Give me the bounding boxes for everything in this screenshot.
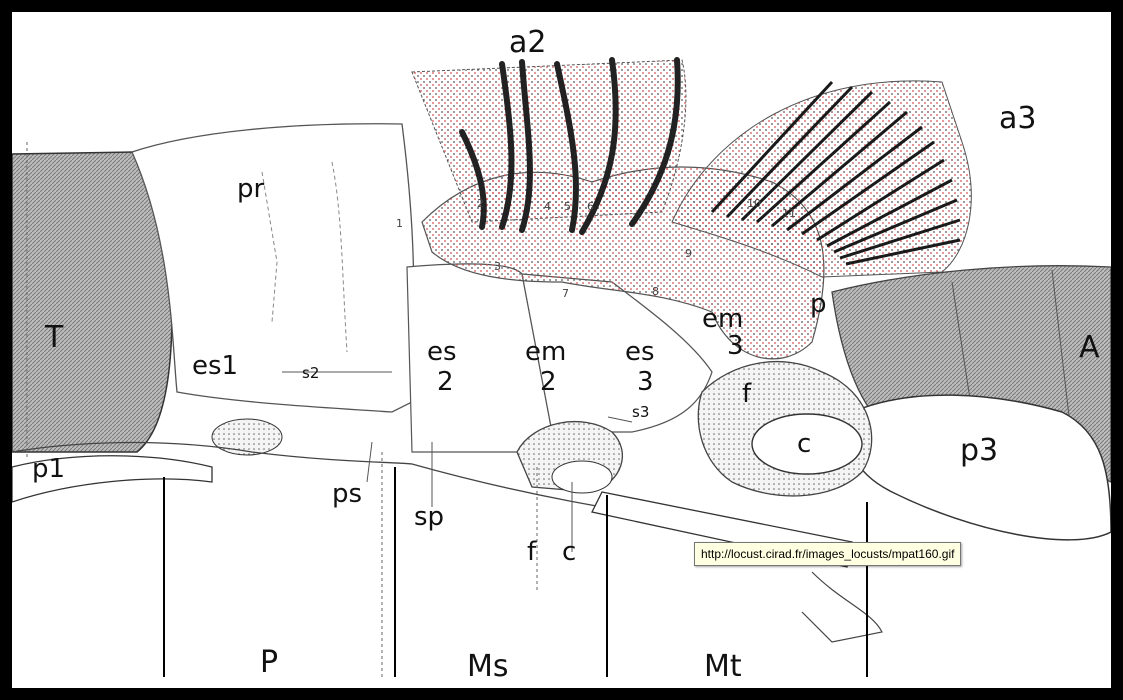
- label-p: p: [810, 289, 827, 319]
- pronotum-shape: [132, 124, 414, 412]
- prothoracic-coxa: [212, 419, 282, 455]
- mesothoracic-coxa-ring: [552, 461, 612, 493]
- label-em3-bottom: 3: [727, 331, 744, 361]
- label-s2: s2: [302, 364, 319, 382]
- label-p1: p1: [32, 454, 65, 484]
- label-Mt: Mt: [704, 649, 742, 684]
- hind-tibia: [802, 572, 882, 642]
- label-pr: pr: [237, 174, 265, 204]
- label-Ms: Ms: [467, 649, 509, 684]
- label-n1: 1: [396, 217, 403, 230]
- label-n5: 5: [564, 200, 571, 213]
- label-T: T: [44, 320, 64, 355]
- label-es2-top: es: [427, 337, 457, 367]
- locust-thorax-diagram: a2 a3 pr T A es1 s2 es 2 em 2 es 3 em 3 …: [12, 12, 1111, 688]
- label-n7: 7: [562, 287, 569, 300]
- label-n10: 10: [747, 197, 761, 210]
- label-n8: 8: [652, 285, 659, 298]
- label-a3: a3: [999, 101, 1036, 136]
- label-c-bottom: c: [562, 537, 576, 567]
- label-em3-top: em: [702, 304, 743, 334]
- label-A: A: [1079, 330, 1100, 365]
- label-n2: 2: [477, 197, 484, 210]
- diagram-frame: a2 a3 pr T A es1 s2 es 2 em 2 es 3 em 3 …: [12, 12, 1111, 688]
- label-P: P: [260, 645, 278, 680]
- head-shape: [12, 152, 172, 452]
- label-es2-bottom: 2: [437, 367, 454, 397]
- label-em2-bottom: 2: [540, 367, 557, 397]
- label-es3-top: es: [625, 337, 655, 367]
- label-p3: p3: [960, 433, 998, 468]
- label-es1: es1: [192, 351, 238, 381]
- label-f-bottom: f: [527, 537, 537, 567]
- label-n3: 3: [494, 260, 501, 273]
- label-s3: s3: [632, 403, 649, 421]
- label-n4: 4: [544, 200, 551, 213]
- label-f-right: f: [742, 379, 752, 409]
- url-tooltip: http://locust.cirad.fr/images_locusts/mp…: [694, 542, 961, 566]
- label-es3-bottom: 3: [637, 367, 654, 397]
- label-sp: sp: [414, 502, 444, 532]
- label-n9: 9: [685, 247, 692, 260]
- label-n6: 6: [587, 200, 594, 213]
- label-a2: a2: [509, 25, 546, 60]
- label-em2-top: em: [525, 337, 566, 367]
- label-c-right: c: [797, 429, 811, 459]
- label-ps: ps: [332, 479, 362, 509]
- label-n11: 11: [782, 207, 796, 220]
